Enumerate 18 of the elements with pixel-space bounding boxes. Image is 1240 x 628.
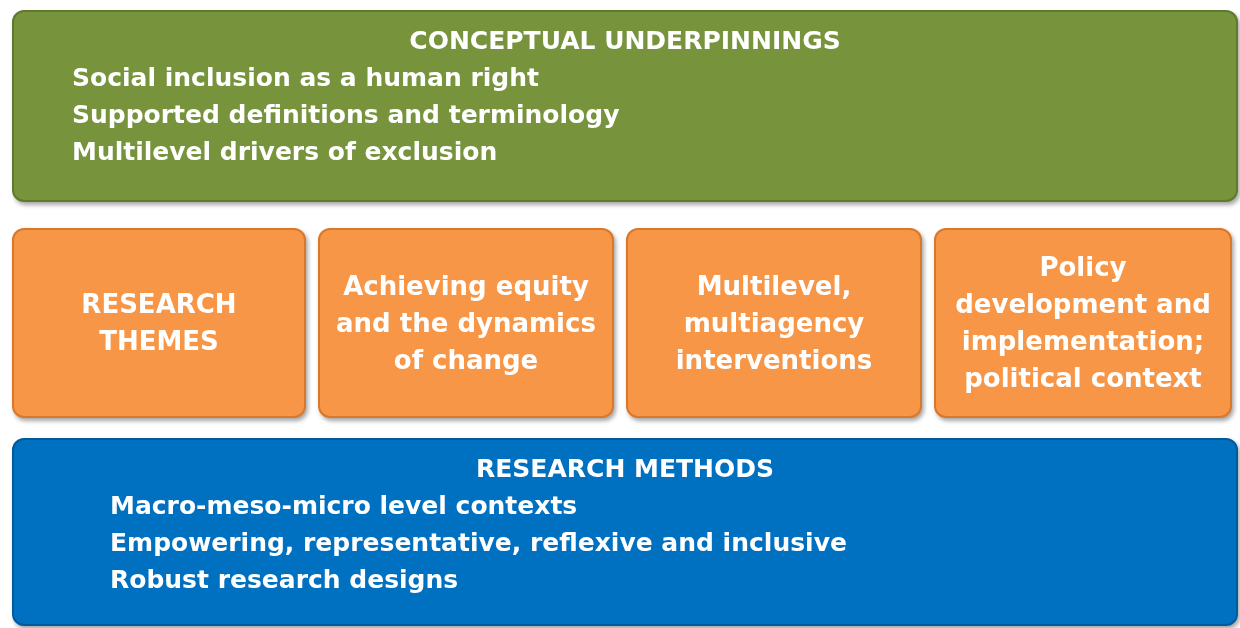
panel-heading: CONCEPTUAL UNDERPINNINGS: [409, 26, 841, 55]
list-item: Robust research designs: [110, 564, 459, 596]
theme-label: Multilevel, multiagency interventions: [674, 269, 874, 377]
theme-label: Achieving equity and the dynamics of change: [335, 269, 597, 377]
methods-panel: [12, 438, 1238, 626]
panel-heading: RESEARCH METHODS: [476, 454, 774, 483]
list-item: Empowering, representative, reflexive and inclusive: [110, 527, 847, 559]
theme-box: [12, 228, 306, 418]
list-item: Multilevel drivers of exclusion: [72, 136, 498, 168]
list-item: Social inclusion as a human right: [72, 62, 539, 94]
theme-label: RESEARCH THEMES: [80, 288, 238, 358]
theme-box: [934, 228, 1232, 418]
concept-panel: [12, 10, 1238, 202]
list-item: Macro-meso-micro level contexts: [110, 490, 578, 522]
theme-label: Policy development and implementation; political context: [954, 251, 1212, 395]
theme-box: [626, 228, 922, 418]
theme-box: [318, 228, 614, 418]
list-item: Supported definitions and terminology: [72, 99, 620, 131]
